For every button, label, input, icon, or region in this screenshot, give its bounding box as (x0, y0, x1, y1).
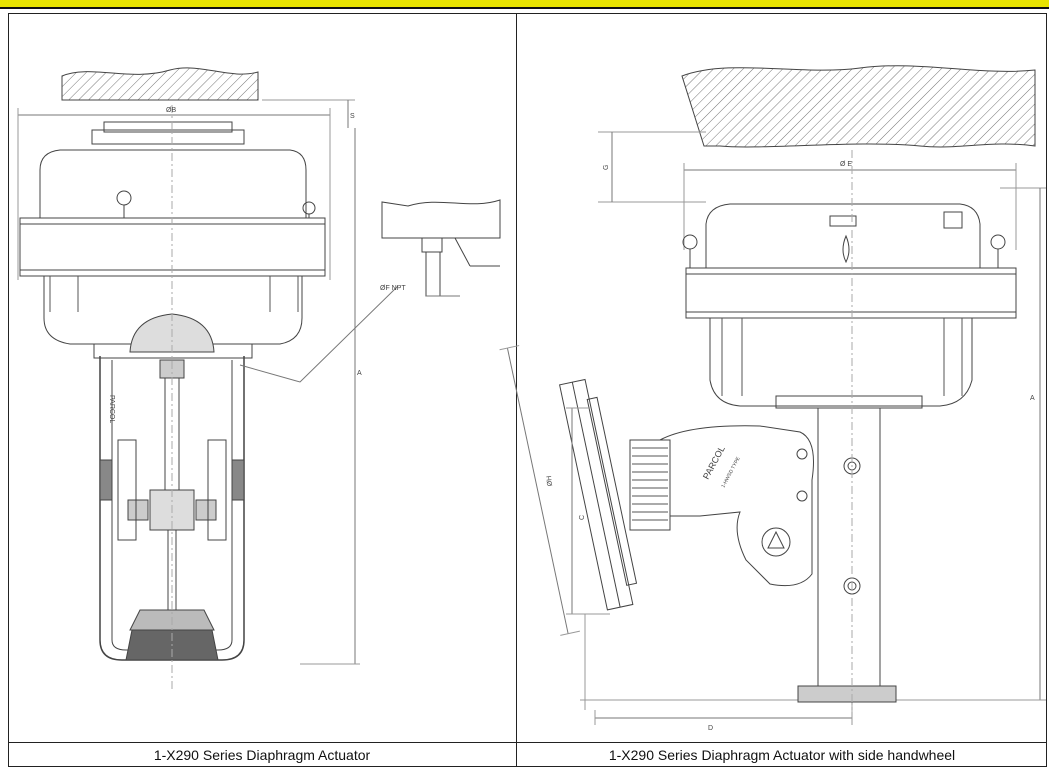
left-port-label: ØF NPT (380, 285, 406, 292)
left-caption: 1-X290 Series Diaphragm Actuator (153, 747, 371, 763)
right-dim-c: C (579, 515, 586, 520)
left-dim-top: S (350, 113, 355, 120)
right-dim-top: G (603, 165, 610, 170)
right-brand-label: PARCOL (701, 444, 727, 481)
left-upper-case (39, 149, 307, 219)
right-actuator-drawing (499, 65, 1046, 725)
right-brand-sub-label: 1-HWSD TYPE (720, 455, 742, 488)
right-dim-height: A (1030, 395, 1035, 402)
right-gearbox (659, 425, 814, 587)
left-hatched-surface (61, 67, 259, 101)
right-hatched-surface (681, 65, 1036, 148)
right-dim-diameter: Ø E (840, 161, 852, 168)
right-upper-case (705, 203, 981, 269)
right-caption: 1-X290 Series Diaphragm Actuator with si… (608, 747, 956, 763)
right-flange (685, 267, 1017, 319)
right-dim-handwheel: ØH (546, 475, 554, 486)
right-yoke-column (817, 407, 881, 689)
right-handwheel (559, 378, 638, 611)
left-brand-label: PARCOL (108, 395, 115, 423)
left-dim-height: A (357, 370, 362, 377)
right-dim-width: D (708, 725, 713, 732)
left-top-cap (91, 129, 245, 145)
caption-separator (8, 742, 1047, 743)
right-base (797, 685, 897, 703)
left-port-detail (381, 199, 501, 239)
left-actuator-drawing (17, 67, 501, 690)
drawing-frame (8, 13, 1047, 767)
right-lower-case (709, 318, 973, 407)
top-title-bar (0, 0, 1049, 9)
left-dim-diameter: ØB (166, 107, 176, 114)
